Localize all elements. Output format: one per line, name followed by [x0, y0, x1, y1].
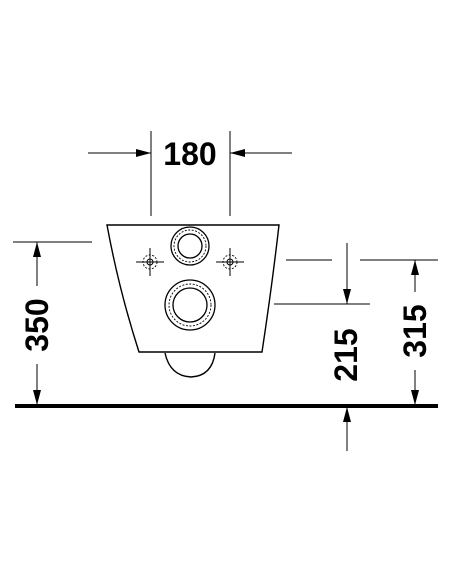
total-height-dimension [13, 241, 92, 405]
waste-outlet-circle [164, 279, 216, 331]
width-dimension-label: 180 [163, 136, 216, 172]
toilet-bowl-outline [106, 224, 280, 353]
width-dimension [88, 131, 292, 216]
water-inlet-circle [170, 226, 210, 266]
outlet-height-dimension [274, 243, 370, 451]
bolt-height-dimension [360, 259, 438, 405]
bolt-height-dimension-label: 315 [397, 304, 433, 357]
left-bolt-hole [136, 248, 164, 276]
bowl-bottom-bulge [164, 352, 216, 378]
right-bolt-hole [216, 248, 244, 276]
total-height-dimension-label: 350 [19, 298, 55, 351]
outlet-height-dimension-label: 215 [328, 328, 364, 381]
